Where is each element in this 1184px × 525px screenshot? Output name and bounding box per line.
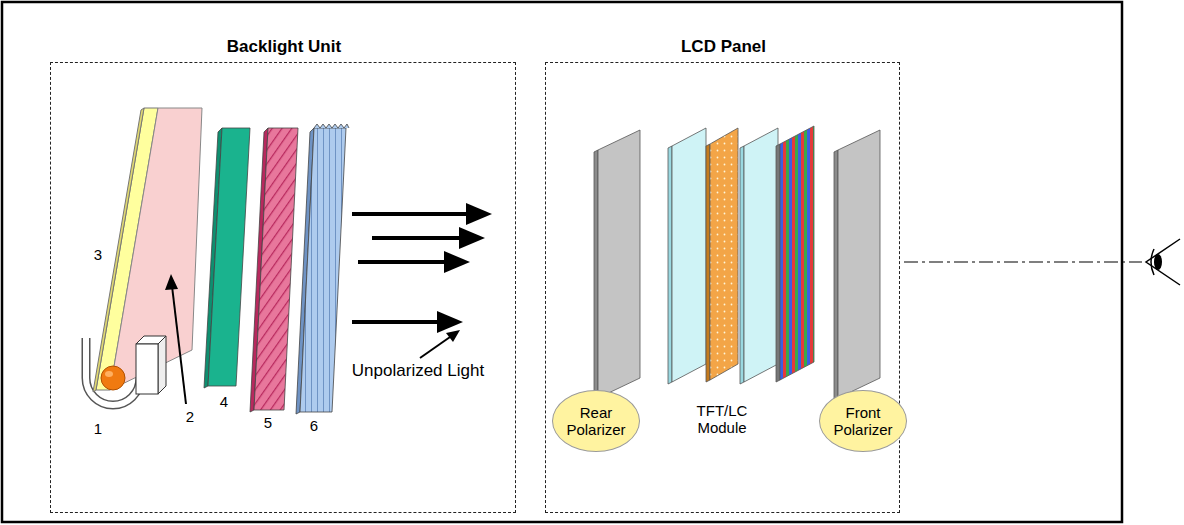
brightness-film xyxy=(300,128,346,412)
dashed-group-box: LCD PanelRear PolarizerFront Polarizer xyxy=(545,62,900,513)
color-filter-glass xyxy=(740,128,778,384)
arrow-head xyxy=(446,330,460,342)
lamp-holder xyxy=(136,344,158,394)
line-of-sight xyxy=(904,261,1142,262)
leader-line xyxy=(420,337,450,358)
callout-number: 2 xyxy=(186,408,194,425)
group-title: LCD Panel xyxy=(681,37,766,57)
liquid-crystal-layer xyxy=(706,128,738,382)
color-filter xyxy=(776,126,814,382)
ccfl-lamp xyxy=(101,366,125,390)
part-label: Unpolarized Light xyxy=(352,361,484,381)
ccfl-highlight xyxy=(105,371,113,377)
callout-text: Rear Polarizer xyxy=(564,404,628,439)
callout-ellipse: Rear Polarizer xyxy=(552,390,640,452)
tft-glass xyxy=(668,128,706,384)
dashed-group-box: Backlight Unit xyxy=(50,62,516,513)
leader-line xyxy=(172,286,186,404)
callout-number: 5 xyxy=(264,414,272,431)
rear-polarizer-plate xyxy=(594,130,640,400)
arrow-head xyxy=(165,274,178,290)
diffuser-sheet xyxy=(208,128,250,386)
callout-number: 3 xyxy=(94,246,102,263)
light-arrows xyxy=(352,203,492,333)
prism-ridges xyxy=(314,124,349,128)
callout-text: Front Polarizer xyxy=(831,404,895,439)
group-title: Backlight Unit xyxy=(227,37,341,57)
part-label: TFT/LC Module xyxy=(686,402,758,437)
callout-number: 4 xyxy=(220,393,228,410)
callout-ellipse: Front Polarizer xyxy=(819,390,907,452)
prism-sheet xyxy=(254,128,298,410)
callout-number: 1 xyxy=(94,420,102,437)
lamp-holder xyxy=(158,336,166,394)
front-polarizer-plate xyxy=(834,130,880,400)
callout-number: 6 xyxy=(310,417,318,434)
eye-symbol xyxy=(1146,239,1180,285)
